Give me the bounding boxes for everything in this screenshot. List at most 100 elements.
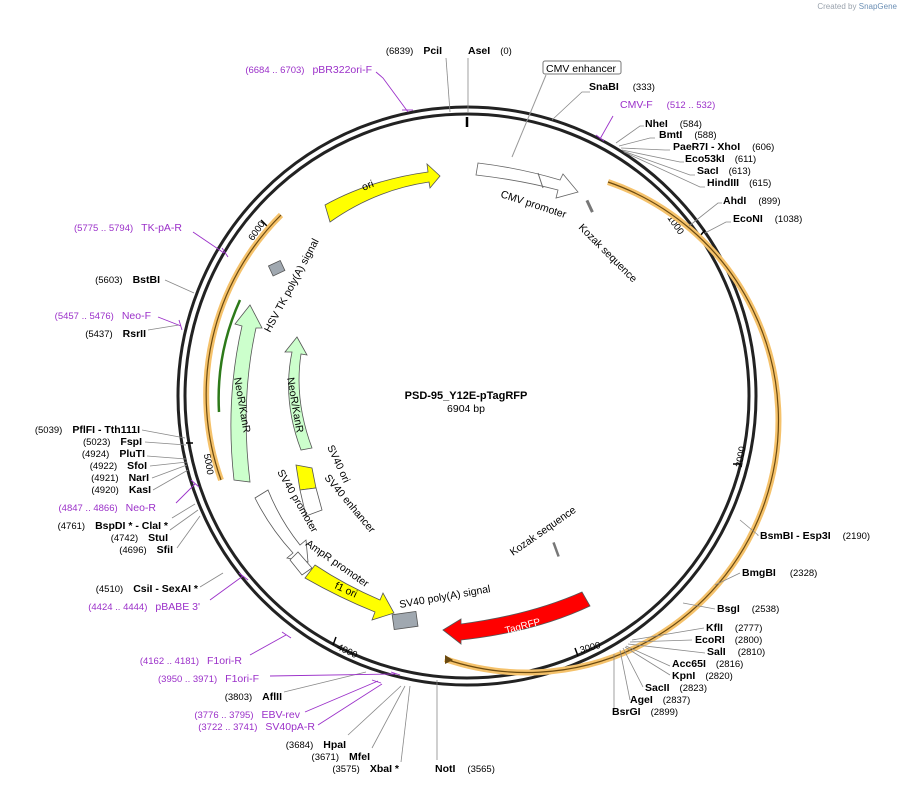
kozak-label-1: Kozak sequence <box>576 222 639 285</box>
credit-text: Created by <box>817 2 857 11</box>
enzyme-bsrgi[interactable]: BsrGI <box>612 706 641 718</box>
primer-pbabe3[interactable]: pBABE 3' <box>155 601 200 613</box>
enzyme-kfli[interactable]: KflI <box>706 622 723 634</box>
svg-text:(4921)NarI: (4921)NarI <box>91 472 149 484</box>
svg-text:HindIII(615): HindIII(615) <box>707 177 771 189</box>
sv40-polya-label: SV40 poly(A) signal <box>398 583 491 611</box>
enzyme-bsgi[interactable]: BsgI <box>717 603 740 615</box>
primer-neo-f[interactable]: Neo-F <box>122 310 151 322</box>
ampr-promoter-feature <box>289 551 313 576</box>
enzyme-agei[interactable]: AgeI <box>630 694 653 706</box>
cmv-enhancer-box <box>542 60 622 75</box>
svg-text:BsgI(2538): BsgI(2538) <box>717 603 779 615</box>
enzyme-labels-left: (6839)PciI (5603)BstBI (5437)RsrII (5039… <box>35 45 442 775</box>
enzyme-aflii[interactable]: AflII <box>262 691 282 703</box>
svg-text:Eco53kI(611): Eco53kI(611) <box>685 153 756 165</box>
svg-text:SacII(2823): SacII(2823) <box>645 682 707 694</box>
enzyme-xbai[interactable]: XbaI * <box>370 763 400 775</box>
enzyme-econi[interactable]: EcoNI <box>733 213 763 225</box>
primer-pbr322ori-f[interactable]: pBR322ori-F <box>312 64 372 76</box>
ori-label: ori <box>360 178 375 194</box>
enzyme-noti[interactable]: NotI <box>435 763 455 775</box>
primer-neo-r[interactable]: Neo-R <box>126 502 157 514</box>
enzyme-kpni[interactable]: KpnI <box>672 670 695 682</box>
primer-cmv-f[interactable]: CMV-F <box>620 99 653 111</box>
svg-text:BmgBI(2328): BmgBI(2328) <box>742 567 817 579</box>
enzyme-pcii[interactable]: PciI <box>423 45 442 57</box>
enzyme-sacii[interactable]: SacII <box>645 682 670 694</box>
orf-line-left <box>205 214 282 481</box>
enzyme-kasi[interactable]: KasI <box>129 484 151 496</box>
svg-text:BsmBI - Esp3I(2190): BsmBI - Esp3I(2190) <box>760 530 870 542</box>
enzyme-bspdi[interactable]: BspDI * <box>95 520 133 532</box>
neo-outer-feature <box>230 304 263 483</box>
svg-text:PaeR7I - XhoI(606): PaeR7I - XhoI(606) <box>673 141 774 153</box>
enzyme-acc65i[interactable]: Acc65I <box>672 658 706 670</box>
svg-text:(4761)BspDI * - ClaI *: (4761)BspDI * - ClaI * <box>58 520 169 532</box>
enzyme-csii[interactable]: CsiI <box>133 583 152 595</box>
svg-text:(3776 .. 3795)EBV-rev: (3776 .. 3795)EBV-rev <box>194 709 300 721</box>
enzyme-fspi[interactable]: FspI <box>120 436 142 448</box>
enzyme-pluti[interactable]: PluTI <box>119 448 145 460</box>
plasmid-size: 6904 bp <box>447 403 485 415</box>
enzyme-bmti[interactable]: BmtI <box>659 129 682 141</box>
svg-text:(5603)BstBI: (5603)BstBI <box>95 274 160 286</box>
svg-text:(3684)HpaI: (3684)HpaI <box>286 739 346 751</box>
svg-text:(4924)PluTI: (4924)PluTI <box>82 448 145 460</box>
cmv-promoter-feature <box>475 162 579 199</box>
enzyme-sfoi[interactable]: SfoI <box>127 460 147 472</box>
enzyme-rsrii[interactable]: RsrII <box>123 328 146 340</box>
hsv-tk-label: HSV TK poly(A) signal <box>262 237 322 335</box>
primer-leaders <box>157 71 614 726</box>
enzyme-bmgbi[interactable]: BmgBI <box>742 567 776 579</box>
enzyme-mfei[interactable]: MfeI <box>349 751 370 763</box>
enzyme-snabi[interactable]: SnaBI <box>589 81 619 93</box>
svg-text:(5023)FspI: (5023)FspI <box>83 436 142 448</box>
kozak-marker-1 <box>585 199 594 213</box>
primer-ebv-rev[interactable]: EBV-rev <box>261 709 300 721</box>
enzyme-bstbi[interactable]: BstBI <box>133 274 161 286</box>
primer-f1ori-r[interactable]: F1ori-R <box>207 655 242 667</box>
snapgene-credit: Created by SnapGene <box>817 2 897 11</box>
primer-tk-pa-r[interactable]: TK-pA-R <box>141 222 182 234</box>
enzyme-ahdi[interactable]: AhdI <box>723 195 746 207</box>
enzyme-sfii[interactable]: SfiI <box>157 544 173 556</box>
enzyme-nhei[interactable]: NheI <box>645 118 668 130</box>
enzyme-ecori[interactable]: EcoRI <box>695 634 725 646</box>
enzyme-hpai[interactable]: HpaI <box>323 739 346 751</box>
leader-lines <box>141 57 759 763</box>
enzyme-hindiii[interactable]: HindIII <box>707 177 739 189</box>
f1-ori-feature <box>304 564 395 621</box>
enzyme-eco53ki[interactable]: Eco53kI <box>685 153 725 165</box>
neo-green-line <box>217 299 242 413</box>
sv40-enhancer-feature <box>299 487 323 517</box>
enzyme-asei[interactable]: AseI <box>468 45 490 57</box>
enzyme-nari[interactable]: NarI <box>129 472 150 484</box>
svg-text:CMV-F(512 .. 532): CMV-F(512 .. 532) <box>620 99 715 111</box>
svg-text:NotI(3565): NotI(3565) <box>435 763 495 775</box>
orf-arrow-right <box>445 655 453 664</box>
enzyme-bsmbi[interactable]: BsmBI <box>760 530 793 542</box>
enzyme-pflfi[interactable]: PflFI <box>72 424 95 436</box>
enzyme-paer7i[interactable]: PaeR7I <box>673 141 708 153</box>
kozak-marker-2 <box>552 541 560 557</box>
svg-text:AseI(0): AseI(0) <box>468 45 512 57</box>
enzyme-saci[interactable]: SacI <box>697 165 719 177</box>
backbone-inner <box>183 112 751 680</box>
tagrfp-feature <box>442 591 591 645</box>
svg-text:(6684 .. 6703)pBR322ori-F: (6684 .. 6703)pBR322ori-F <box>245 64 372 76</box>
svg-text:(4922)SfoI: (4922)SfoI <box>90 460 147 472</box>
svg-text:(5457 .. 5476)Neo-F: (5457 .. 5476)Neo-F <box>55 310 151 322</box>
primer-sv40pa-r[interactable]: SV40pA-R <box>265 721 315 733</box>
svg-text:AhdI(899): AhdI(899) <box>723 195 781 207</box>
svg-text:(3575)XbaI *: (3575)XbaI * <box>332 763 400 775</box>
primer-f1ori-f[interactable]: F1ori-F <box>225 673 259 685</box>
cmv-enhancer-leader <box>511 74 547 158</box>
enzyme-stui[interactable]: StuI <box>148 532 168 544</box>
tick-2000: 2000 <box>734 446 749 469</box>
cmv-enhancer-label: CMV enhancer <box>546 63 617 75</box>
enzyme-sali[interactable]: SalI <box>707 646 726 658</box>
svg-text:(4424 .. 4444)pBABE 3': (4424 .. 4444)pBABE 3' <box>88 601 200 613</box>
svg-text:(4696)SfiI: (4696)SfiI <box>119 544 173 556</box>
